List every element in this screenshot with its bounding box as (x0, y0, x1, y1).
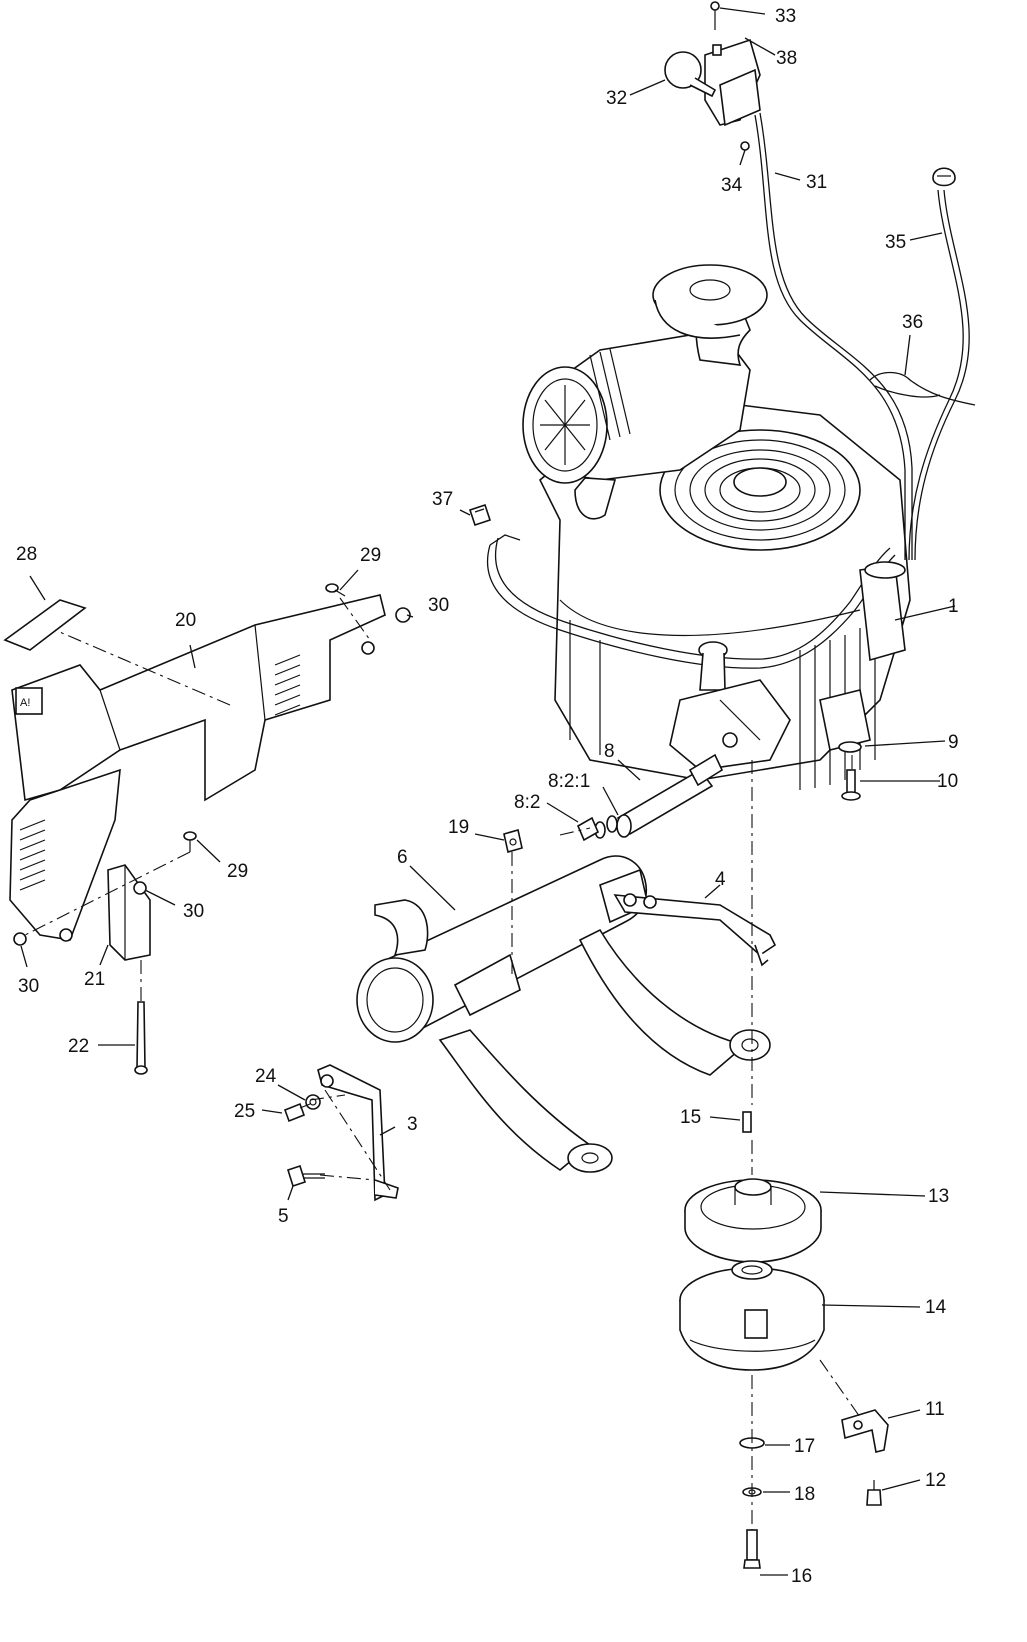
callout-30-left: 30 (18, 976, 39, 997)
callout-labels: 1 3 4 5 6 8 8:2 8:2:1 9 10 11 12 13 14 1… (16, 6, 959, 1587)
shield-20: A! (9, 594, 386, 941)
callout-24: 24 (255, 1066, 277, 1087)
callout-18: 18 (794, 1484, 815, 1505)
callout-30-upper: 30 (428, 595, 449, 616)
decal-28 (3, 599, 87, 651)
callout-1: 1 (948, 596, 959, 617)
bracket-21 (107, 864, 151, 961)
callout-33: 33 (775, 6, 796, 27)
callout-9: 9 (948, 732, 959, 753)
clutch-14 (679, 1260, 825, 1371)
callout-14: 14 (925, 1297, 947, 1318)
bolt-25 (283, 1102, 311, 1123)
bolt-12 (866, 1480, 882, 1506)
bolt-22 (134, 1001, 148, 1075)
callout-8: 8 (604, 741, 615, 762)
callout-25: 25 (234, 1101, 255, 1122)
pulley-13 (684, 1178, 822, 1263)
callout-38: 38 (776, 48, 797, 69)
callout-31: 31 (806, 172, 827, 193)
callout-15: 15 (680, 1107, 701, 1128)
callout-36: 36 (902, 312, 923, 333)
exhaust-bracket-4 (613, 893, 777, 967)
key-15 (742, 1111, 752, 1133)
callout-28: 28 (16, 544, 37, 565)
callout-30-mid: 30 (183, 901, 204, 922)
screw-29-upper (325, 583, 346, 597)
bolt-16 (743, 1529, 761, 1569)
callout-29-upper: 29 (360, 545, 381, 566)
nut-30-upper (395, 607, 411, 623)
decal-text: A! (20, 697, 30, 709)
fitting-8 (616, 753, 724, 838)
callout-3: 3 (407, 1114, 418, 1135)
callout-11: 11 (925, 1399, 945, 1420)
callout-8-2: 8:2 (514, 792, 540, 813)
callout-4: 4 (715, 869, 726, 890)
bracket-11 (841, 1409, 889, 1453)
nut-30-mid (133, 881, 147, 895)
callout-5: 5 (278, 1206, 289, 1227)
washer-9 (838, 741, 862, 753)
callout-6: 6 (397, 847, 408, 868)
callout-16: 16 (791, 1566, 812, 1587)
callout-12: 12 (925, 1470, 946, 1491)
fitting-8-2-1 (594, 815, 618, 839)
callout-10: 10 (937, 771, 958, 792)
callout-19: 19 (448, 817, 469, 838)
callout-8-2-1: 8:2:1 (548, 771, 590, 792)
callout-34: 34 (721, 175, 743, 196)
bracket-3 (317, 1064, 399, 1202)
callout-13: 13 (928, 1186, 949, 1207)
callout-20: 20 (175, 610, 196, 631)
throttle-control (664, 1, 976, 561)
washer-24 (305, 1094, 321, 1110)
bolt-10 (841, 769, 861, 801)
callout-32: 32 (606, 88, 627, 109)
assembly-center-lines (24, 597, 863, 1530)
engine-assembly (486, 264, 911, 790)
clip-37 (468, 503, 492, 527)
nut-30-left (13, 928, 73, 946)
callout-21: 21 (84, 969, 105, 990)
callout-22: 22 (68, 1036, 89, 1057)
screw-29-lower (183, 831, 197, 852)
leader-lines (20, 7, 956, 1576)
clip-19 (503, 828, 523, 854)
callout-17: 17 (794, 1436, 815, 1457)
bolt-5 (287, 1164, 325, 1188)
callout-29-lower: 29 (227, 861, 248, 882)
callout-35: 35 (885, 232, 906, 253)
callout-37: 37 (432, 489, 453, 510)
